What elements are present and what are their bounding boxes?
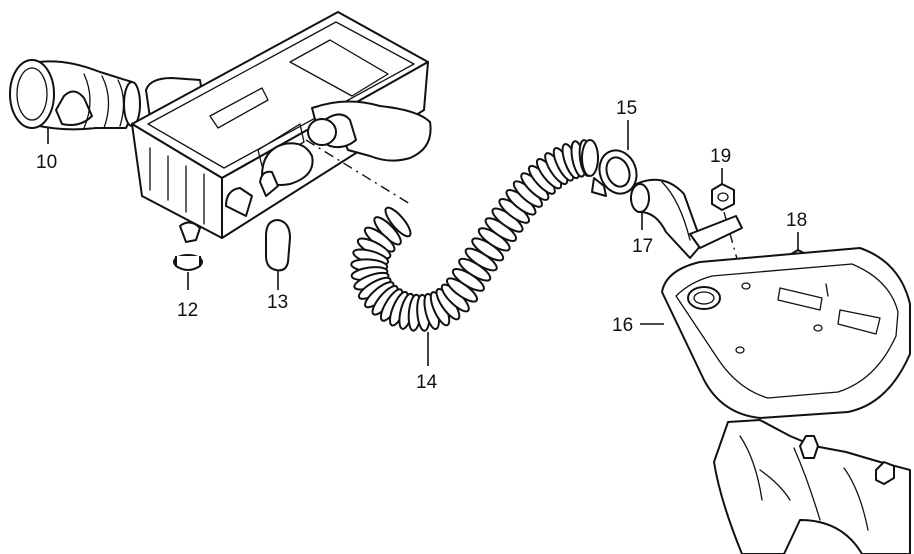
cover-part-16 xyxy=(661,247,911,419)
hose-rib xyxy=(384,206,412,238)
hose-end-ring xyxy=(581,139,599,177)
callout-14: 14 xyxy=(416,372,438,393)
callout-16: 16 xyxy=(612,315,633,336)
grommet-part-12 xyxy=(173,254,203,271)
leader-lines xyxy=(47,120,799,366)
callout-19: 19 xyxy=(710,146,731,167)
intake-manifold xyxy=(713,419,911,554)
air-filter-housing xyxy=(131,11,432,243)
callout-10: 10 xyxy=(36,152,57,173)
intake-duct-part-10 xyxy=(9,59,141,131)
assembly-line-bracket-nut-19 xyxy=(723,211,745,285)
callout-12: 12 xyxy=(177,300,198,321)
callout-15: 15 xyxy=(616,98,637,119)
hose-clamp-part-15 xyxy=(591,149,638,197)
corrugated-hose-part-14 xyxy=(350,139,599,332)
callout-13: 13 xyxy=(267,292,288,313)
callout-17: 17 xyxy=(632,236,653,257)
elbow-connector-part-17 xyxy=(630,178,743,259)
nut-part-19 xyxy=(711,183,735,211)
callout-18: 18 xyxy=(786,210,807,231)
gasket-part-13 xyxy=(265,219,291,272)
